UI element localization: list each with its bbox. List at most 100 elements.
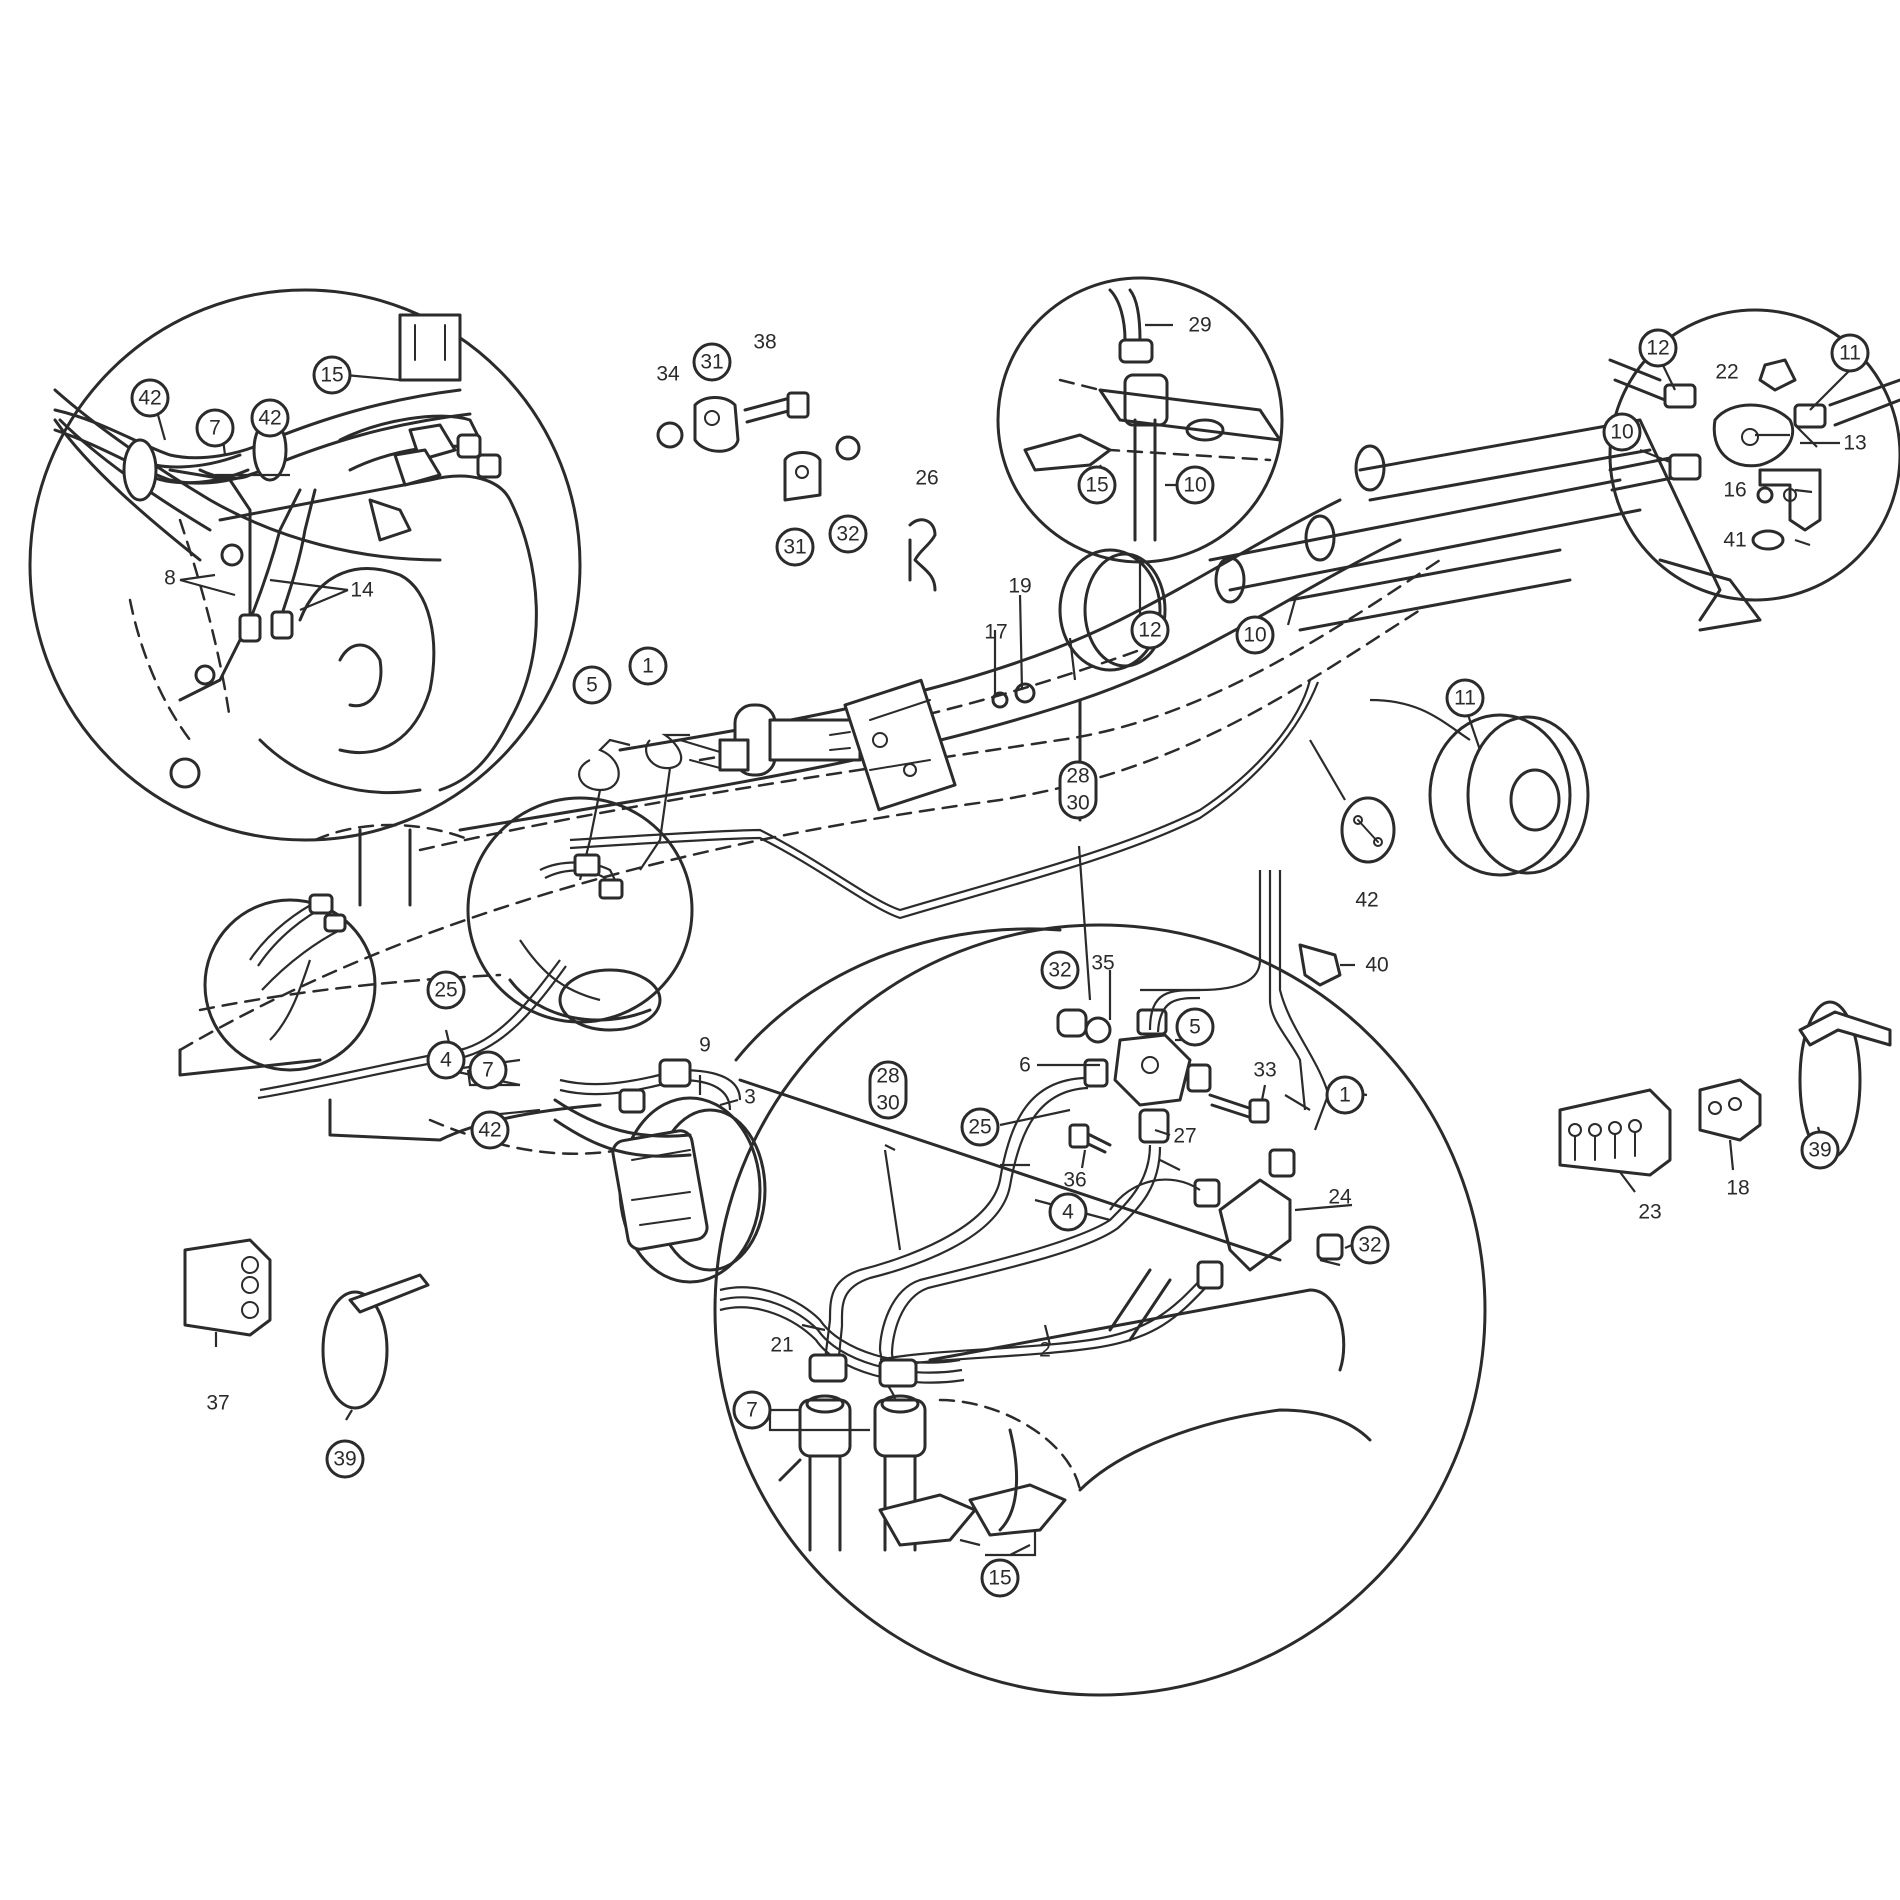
callout-3: 3 xyxy=(744,1086,756,1109)
callout-15-tl: 15 xyxy=(312,355,352,395)
callout-12-tr-label: 12 xyxy=(1646,337,1669,360)
loose-parts-right xyxy=(1558,1000,1892,1177)
callout-5-det-label: 5 xyxy=(1189,1016,1201,1039)
callout-17-label: 17 xyxy=(984,621,1007,644)
callout-5-det: 5 xyxy=(1175,1007,1215,1047)
callout-42-mid: 42 xyxy=(470,1110,510,1150)
callout-32-top-label: 32 xyxy=(836,523,859,546)
detail-view-front-hub xyxy=(28,288,582,842)
front-brake-caliper xyxy=(553,1058,767,1284)
callout-33: 33 xyxy=(1253,1059,1276,1082)
callout-32-det-top-label: 32 xyxy=(1048,959,1071,982)
detail-view-tee xyxy=(1608,308,1900,602)
callout-35: 35 xyxy=(1091,952,1114,975)
callout-32-top: 32 xyxy=(828,514,868,554)
callout-39-right: 39 xyxy=(1800,1130,1840,1170)
callout-5-top-label: 5 xyxy=(586,674,598,697)
callout-42-tl-b: 42 xyxy=(250,398,290,438)
callout-42-right: 42 xyxy=(1355,889,1378,912)
callout-22: 22 xyxy=(1715,361,1738,384)
rear-brake-drum xyxy=(1369,698,1590,877)
callout-13: 13 xyxy=(1843,432,1866,455)
callout-15-det-label: 15 xyxy=(988,1567,1011,1590)
callout-10-mid-label: 10 xyxy=(1243,624,1266,647)
callout-26-label: 26 xyxy=(915,467,938,490)
callout-39-left: 39 xyxy=(325,1439,365,1479)
callout-6: 6 xyxy=(1019,1054,1031,1077)
callout-39-right-label: 39 xyxy=(1808,1139,1831,1162)
callout-19: 19 xyxy=(1008,575,1031,598)
callout-40: 40 xyxy=(1365,954,1388,977)
callout-15-tl-label: 15 xyxy=(320,364,343,387)
callout-34-label: 34 xyxy=(656,363,680,386)
callout-25-left-label: 25 xyxy=(434,979,457,1002)
callout-29-label: 29 xyxy=(1188,314,1211,337)
callout-24-label: 24 xyxy=(1328,1186,1352,1209)
callout-28-det-label: 28 xyxy=(876,1065,899,1088)
loose-parts-left xyxy=(183,1238,430,1410)
detail-view-distributor xyxy=(715,870,1485,1695)
callout-32-det-right: 32 xyxy=(1350,1225,1390,1265)
callout-8-label: 8 xyxy=(164,567,176,590)
callout-1-top-label: 1 xyxy=(642,655,654,678)
callout-1-top: 1 xyxy=(628,646,668,686)
callout-12-tr: 12 xyxy=(1638,328,1678,368)
small-detail-pipes xyxy=(249,853,662,1041)
callout-27-label: 27 xyxy=(1173,1125,1196,1148)
master-cylinder-assembly xyxy=(578,678,1036,881)
callout-34: 34 xyxy=(656,363,680,386)
callout-11-tr: 11 xyxy=(1830,333,1870,373)
callout-7-tl: 7 xyxy=(195,408,235,448)
callout-11-tr-label: 11 xyxy=(1839,342,1861,365)
callout-16-label: 16 xyxy=(1723,479,1746,502)
callout-10-tr: 10 xyxy=(1602,412,1642,452)
callout-30-top-label: 30 xyxy=(1066,792,1089,815)
callout-9-label: 9 xyxy=(699,1034,711,1057)
callout-4-left-label: 4 xyxy=(440,1049,452,1072)
callout-38: 38 xyxy=(753,331,776,354)
callout-38-label: 38 xyxy=(753,331,776,354)
callout-25-left: 25 xyxy=(426,970,466,1010)
callout-10-mid: 10 xyxy=(1235,615,1275,655)
callout-42-mid-label: 42 xyxy=(478,1119,501,1142)
callout-3-label: 3 xyxy=(744,1086,756,1109)
callout-24: 24 xyxy=(1328,1186,1352,1209)
callout-23: 23 xyxy=(1638,1201,1661,1224)
callout-18-label: 18 xyxy=(1726,1177,1749,1200)
dust-cap-42 xyxy=(1340,796,1396,864)
callout-21: 21 xyxy=(770,1334,793,1357)
callout-1-det-label: 1 xyxy=(1339,1084,1351,1107)
callout-15-top: 15 xyxy=(1077,465,1117,505)
callout-23-label: 23 xyxy=(1638,1201,1661,1224)
callout-42-tl-b-label: 42 xyxy=(258,407,281,430)
callout-31-low: 31 xyxy=(775,527,815,567)
callout-31-top: 31 xyxy=(692,342,732,382)
clip-40 xyxy=(1298,943,1342,987)
callout-42-tl-a-label: 42 xyxy=(138,387,161,410)
callout-21-label: 21 xyxy=(770,1334,793,1357)
callout-41-label: 41 xyxy=(1723,529,1746,552)
callout-7-det-label: 7 xyxy=(746,1399,758,1422)
callout-25-det-label: 25 xyxy=(968,1116,991,1139)
callout-4-det-label: 4 xyxy=(1062,1201,1074,1224)
callout-16: 16 xyxy=(1723,479,1746,502)
callout-35-label: 35 xyxy=(1091,952,1114,975)
callout-7-mid-label: 7 xyxy=(482,1059,494,1082)
callout-7-det: 7 xyxy=(732,1390,772,1430)
callout-11-mid-label: 11 xyxy=(1454,687,1476,710)
callout-14-label: 14 xyxy=(350,579,374,602)
callout-42-tl-a: 42 xyxy=(130,378,170,418)
callout-7-mid: 7 xyxy=(468,1050,508,1090)
callout-15-det: 15 xyxy=(980,1558,1020,1598)
loose-parts-top xyxy=(656,391,937,592)
callout-2: 2 xyxy=(1039,1339,1051,1362)
callout-11-mid: 11 xyxy=(1445,678,1485,718)
callout-15-top-label: 15 xyxy=(1085,474,1108,497)
callout-7-tl-label: 7 xyxy=(209,417,221,440)
callout-36: 36 xyxy=(1063,1169,1086,1192)
callout-37: 37 xyxy=(206,1392,229,1415)
callout-10-top: 10 xyxy=(1175,465,1215,505)
